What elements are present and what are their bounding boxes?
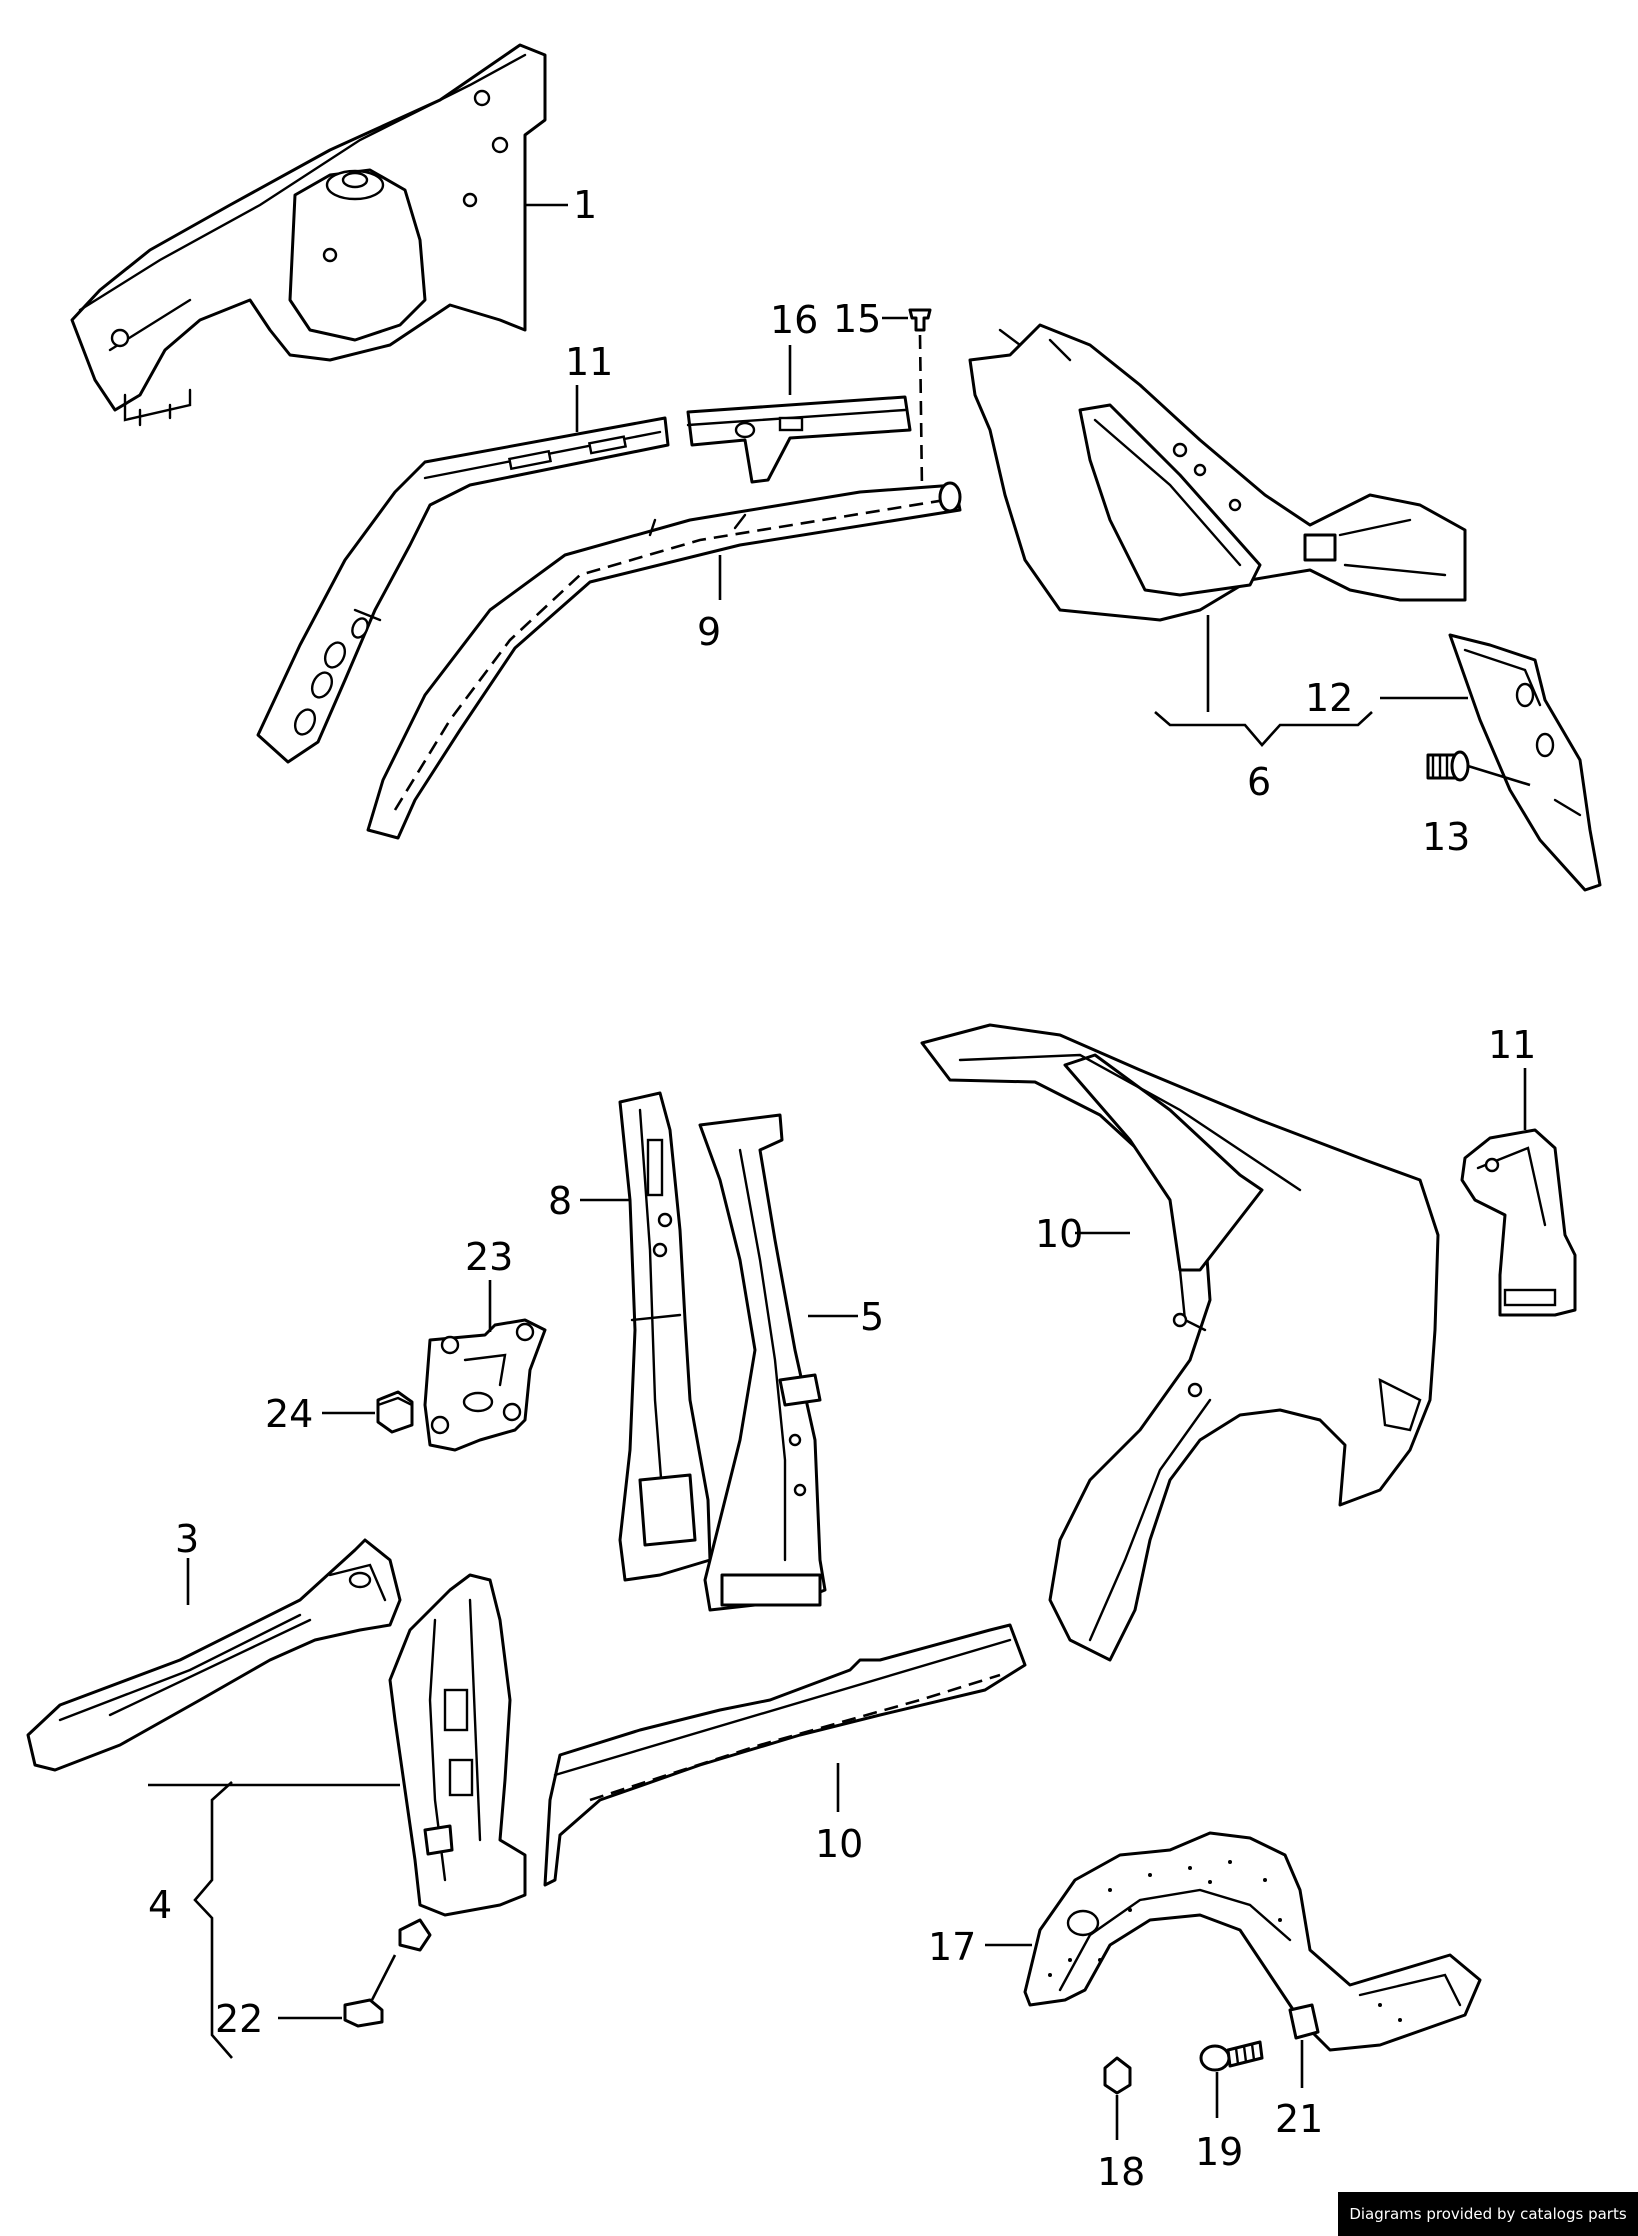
callout-10: 9	[697, 610, 721, 654]
leader-15	[1467, 764, 1531, 787]
callout-18: 17	[928, 1925, 976, 1969]
part-13-rear-bracket	[1460, 1128, 1577, 1317]
callout-23: 23	[465, 1235, 513, 1279]
leader-16-dashed	[918, 334, 924, 491]
callout-7: 11	[565, 340, 613, 384]
callout-11: 10	[815, 1822, 863, 1866]
part-8-b-pillar-inner	[618, 1091, 712, 1582]
callout-6: 6	[1247, 760, 1271, 804]
part-20-bolt	[1199, 2040, 1264, 2072]
callout-21: 21	[1275, 2097, 1323, 2141]
part-6-rear-inner-panel	[968, 323, 1467, 622]
callout-15: 13	[1422, 815, 1470, 859]
callout-22: 22	[215, 1997, 263, 2041]
callout-13: 11	[1488, 1023, 1536, 1067]
part-16-rivet	[908, 308, 932, 332]
callout-20: 19	[1195, 2130, 1243, 2174]
callout-17: 16	[770, 298, 818, 342]
bracket-4	[193, 1781, 233, 2059]
callout-3: 3	[175, 1517, 199, 1561]
part-15-screw	[1426, 750, 1470, 782]
part-23-hinge-plate	[423, 1318, 547, 1452]
part-3-longitudinal	[26, 1538, 402, 1772]
part-19-nut	[1103, 2056, 1132, 2095]
part-17-roof-bracket	[686, 395, 912, 484]
callout-9: 10	[1035, 1212, 1083, 1256]
bracket-6	[1154, 711, 1373, 747]
part-5-b-pillar	[698, 1113, 827, 1612]
part-4-a-pillar-lower	[388, 1573, 527, 1952]
callout-1: 1	[573, 183, 597, 227]
callout-4: 4	[148, 1883, 172, 1927]
part-21-clip-nut	[1288, 2003, 1320, 2040]
callout-8: 8	[548, 1179, 572, 1223]
leader-22b	[370, 1954, 397, 2001]
part-9-quarter-panel	[920, 1023, 1440, 1662]
part-7-roof-pillar	[256, 416, 670, 764]
callout-16: 15	[833, 297, 881, 341]
callout-24: 24	[265, 1392, 313, 1436]
part-12-reinforcement	[1448, 633, 1602, 892]
part-10-roof-rail	[366, 481, 962, 840]
part-18-wheel-arch-liner	[1023, 1831, 1482, 2052]
callout-19: 18	[1097, 2150, 1145, 2194]
credit-banner: Diagrams provided by catalogs parts	[1338, 2192, 1638, 2236]
callout-12: 12	[1305, 676, 1353, 720]
part-22-clip	[343, 1998, 384, 2028]
callout-5: 5	[860, 1295, 884, 1339]
part-1-wheel-housing	[70, 43, 547, 427]
part-24-nut	[376, 1390, 414, 1434]
part-11-sill	[543, 1623, 1027, 1887]
